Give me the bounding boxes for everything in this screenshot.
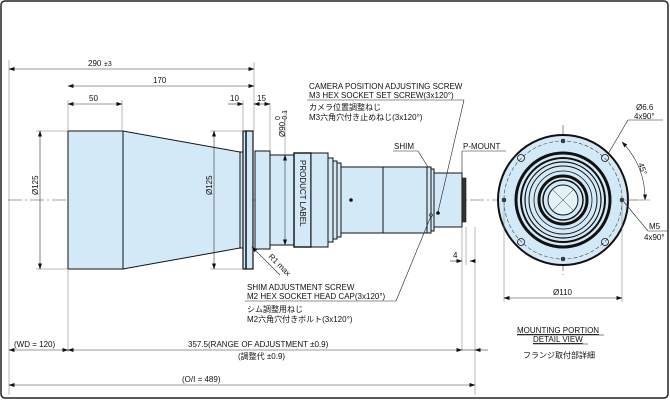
dia90-section: [269, 154, 295, 246]
tube: [340, 166, 384, 234]
p-mount: [461, 177, 467, 223]
hole-leader: [607, 119, 629, 155]
dia110-label: Ø110: [553, 288, 573, 297]
bore-cross-2: [551, 188, 575, 212]
hole-icon: [601, 238, 609, 246]
detail-title-jp: フランジ取付部詳細: [523, 350, 595, 360]
ring-1: [514, 151, 612, 249]
step-3: [336, 162, 342, 238]
tap-icon: [501, 197, 507, 203]
dim-10-label: 10: [230, 94, 239, 103]
tapered-barrel: [122, 130, 241, 270]
mount-body: [433, 172, 463, 228]
r1-max-label: R1 max: [267, 252, 293, 278]
ring-5: [533, 170, 593, 230]
shim-label: SHIM: [394, 142, 414, 151]
tube-2: [382, 166, 428, 234]
shim-screw-spec: M2 HEX SOCKET HEAD CAP(3x120°): [247, 292, 386, 301]
hole-icon: [601, 154, 609, 162]
mounting-detail-view: Ø6.6 4x90° 45° M5 4x90° Ø110 MOUNTING PO…: [492, 103, 668, 360]
dim-dia125-flange-label: Ø125: [205, 175, 214, 195]
hole-icon: [517, 154, 525, 162]
camera-screw-leader: [437, 99, 465, 213]
flange: [242, 130, 254, 270]
hole-icon: [517, 238, 525, 246]
ring-7: [542, 179, 584, 221]
thread-label: M5: [649, 222, 661, 231]
detail-title-2: DETAIL VIEW: [533, 335, 583, 344]
shim-screw-title-jp: シム調整用ねじ: [247, 304, 303, 314]
center-dot: [349, 198, 353, 202]
angle-arc: [621, 141, 648, 201]
ring-4: [528, 165, 598, 235]
shim-screw-leader: [395, 215, 432, 302]
camera-screw-dot: [436, 211, 440, 215]
shim-ring: [426, 166, 432, 234]
dim-50-label: 50: [89, 94, 98, 103]
dim-290-label: 290: [88, 59, 102, 68]
m5-leader: [623, 201, 649, 232]
step-1: [327, 157, 334, 243]
dim-range-label: 357.5(RANGE OF ADJUSTMENT ±0.9): [188, 340, 329, 349]
step-2: [332, 160, 338, 240]
tap-icon: [560, 138, 566, 144]
product-label: PRODUCT LABEL: [298, 160, 307, 227]
ring-6: [537, 174, 589, 226]
label-band-2: [310, 152, 329, 248]
dim-dia125-front-label: Ø125: [31, 175, 40, 195]
camera-screw-spec-jp: M3六角穴付き止めねじ(3x120°): [309, 112, 423, 122]
shim-screw-spec-jp: M2六角穴付きボルト(3x120°): [247, 314, 353, 324]
dim-dia90-label: Ø90: [278, 121, 287, 137]
dim-wd-label: (WD = 120): [14, 340, 55, 349]
hole-dia-label: Ø6.6: [636, 103, 654, 112]
p-mount-label: P-MOUNT: [463, 142, 500, 151]
r1-leader: [251, 246, 281, 276]
dim-15-label: 15: [257, 94, 266, 103]
ring-3: [524, 161, 602, 239]
dim-dia90-tol-lower: -0.1: [282, 110, 289, 122]
shim-screw-title: SHIM ADJUSTMENT SCREW: [247, 283, 355, 292]
thread-count-label: 4x90°: [644, 233, 665, 242]
tap-icon: [560, 256, 566, 262]
ring-2: [520, 157, 606, 243]
dim-dia90-tol-upper: 0: [275, 116, 282, 120]
camera-screw-title: CAMERA POSITION ADJUSTING SCREW: [309, 82, 463, 91]
dim-290-tol: ±3: [104, 61, 112, 68]
dim-range-label-jp: (調整代 ±0.9): [238, 351, 285, 361]
hole-count-label: 4x90°: [634, 112, 655, 121]
collar: [254, 150, 271, 250]
camera-screw-spec: M3 HEX SOCKET SET SCREW(3x120°): [309, 91, 454, 100]
dim-4-label: 4: [453, 251, 458, 260]
detail-title-1: MOUNTING PORTION: [517, 326, 599, 335]
angle-label: 45°: [636, 162, 649, 176]
front-barrel: [67, 130, 124, 270]
shim-leader: [417, 150, 429, 168]
dim-oi-label: (O/I = 489): [182, 375, 221, 384]
dim-170-label: 170: [153, 76, 167, 85]
camera-screw-title-jp: カメラ位置調整ねじ: [309, 102, 381, 112]
